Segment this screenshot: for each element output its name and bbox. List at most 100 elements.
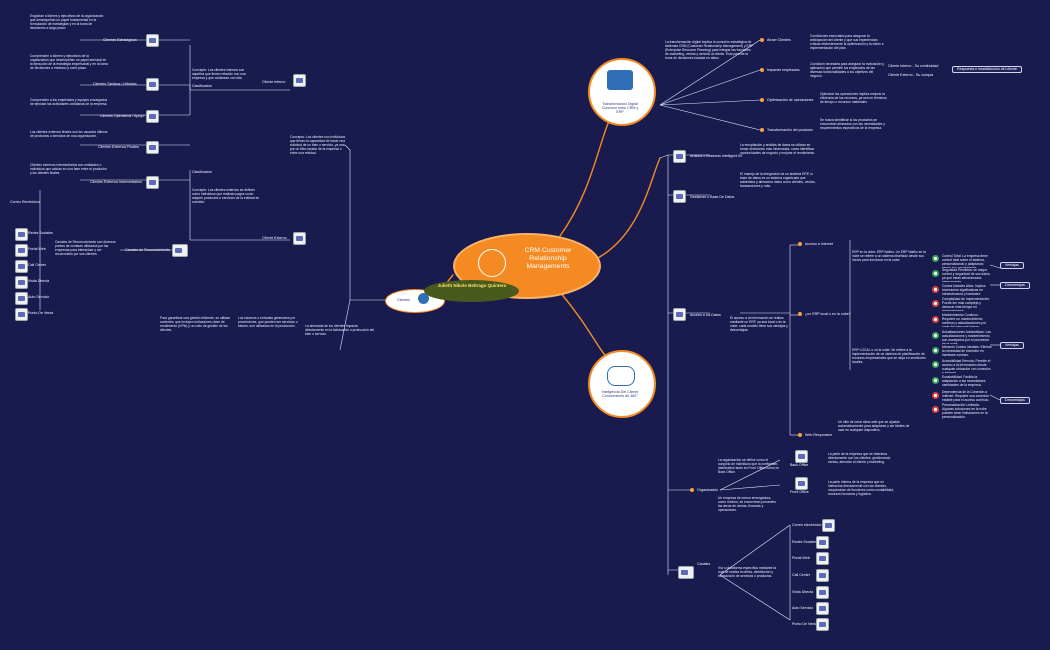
channel-label: Punto De Venta [28,311,54,315]
pro-text: Menores Costos Iniciales: Elimina la nec… [942,345,992,357]
internal-concept: Concepto: Los clientes internos son aque… [192,68,246,81]
disadvantages-tag: Desventajas [1000,397,1030,404]
client-type-text: Los clientes externos finales son los us… [30,130,108,139]
recognition-label: Canales de Reconocimiento [125,248,170,252]
channel-label: Redes Sociales [792,540,817,544]
author-name: Julieth Nikole Beltrago Quintero [437,283,507,288]
headset-icon [15,260,28,273]
erp-label: ¿un ERP local o en la nube? [805,312,851,316]
back-office-label: Back Office [790,463,809,467]
check-icon [932,361,939,368]
analytics-icon [673,150,686,163]
clients-concept: Concepto: Los clientes son individuos qu… [290,135,346,156]
channel-label: Auto Servicio [28,295,50,299]
pro-text: Escalabilidad: Facilita la adaptación a … [942,375,986,387]
bullet-icon [798,242,802,246]
bullet-icon [760,38,764,42]
front-office-label: Front Office [790,490,809,494]
advantages-tag: Ventajas [1000,342,1024,349]
disadvantages-tag: Desventajas [1000,282,1030,289]
external-concept: Concepto: Los clientes externos se defin… [192,188,260,205]
classification-label: Clasificación [192,84,213,88]
channel-label: Call Center [28,263,46,267]
customer-intelligence-bubble [588,350,656,418]
external-label: Cliente Externo [262,236,287,240]
office-icon [795,477,808,490]
web-icon [15,244,28,257]
network-icon [673,308,686,321]
access-label: Acceso a Internet [805,242,833,246]
client-type-label: Clientes Tácticos / Híbridos [93,82,137,86]
bullet-icon [760,68,764,72]
check-icon [932,270,939,277]
channels-icon [678,566,694,579]
channel-label: Visita Directa [28,279,50,283]
side-label: Cliente Interno - Su continuidad [888,64,939,68]
item-text: Optimizar las operaciones implica mejora… [820,92,887,105]
pro-text: Actualizaciones Automáticas: Las actuali… [942,330,991,344]
box-icon [293,74,306,87]
cloud-sync-icon [607,366,635,386]
con-text: Dependencia de la Conexión a Internet: R… [942,390,990,402]
bullet-icon [760,128,764,132]
internal-label: Cliente Interno [262,80,286,84]
visit-icon [816,586,829,599]
client-type-label: Clientes Externos Intermediarios [90,180,142,184]
check-icon [932,377,939,384]
channel-label: Redes Sociales [28,231,53,235]
item-label: Impactar empleados [767,68,800,72]
web-text: Un sitio de crear sitios web que se ajus… [838,420,910,433]
headset-icon [816,569,829,582]
channel-label: Punto De Venta [792,622,818,626]
server-icon [607,70,633,90]
cross-icon [932,286,939,293]
item-text: Condiciones esenciales para asegurar la … [810,34,884,51]
channel-label: Portal Web [28,247,46,251]
database-icon [673,190,686,203]
cross-icon [932,300,939,307]
transformation-description: La transformación digital implica la con… [665,40,754,61]
client-type-label: Clientes Operativos / Apoyo [100,114,145,118]
client-type-label: Clientes Estratégicos [103,38,137,42]
store-icon [15,308,28,321]
check-icon [932,255,939,262]
author-node [424,280,519,302]
globe-cursor-icon [478,249,506,277]
transformation-bubble [588,58,656,126]
client-type-text: Engloban a líderes y ejecutivos de la or… [30,14,104,31]
back-office-text: La parte de la empresa que se relaciona … [828,452,891,465]
advantages-tag: Ventajas [1000,262,1024,269]
channels-label: Canales [697,562,711,566]
tactic-icon [146,78,159,91]
front-office-text: La parte interna de la empresa que no in… [828,480,894,497]
bullet-icon [760,98,764,102]
consumer-icon [146,141,159,154]
check-icon [932,347,939,354]
org-label: Organización [697,488,719,492]
erp-local-text: ERP LOCAL o on la nube: Se refiere a la … [852,348,926,365]
intermediary-icon [146,176,159,189]
check-icon [932,332,939,339]
cross-icon [932,316,939,323]
channel-label: Visita Directa [792,590,814,594]
user-icon [293,232,306,245]
cross-icon [932,406,939,413]
classification-label: Clasificación [192,170,213,174]
user-icon [418,293,429,304]
response-tag: Respuesta e insatisfacción del cliente [952,66,1022,73]
pro-text: Seguridad Percibida: se mayor control y … [942,268,991,282]
side-label: Cliente Externo - Su compra [888,73,934,77]
web-label: Web Responsive [805,433,833,437]
self-service-icon [15,292,28,305]
con-text: Personalización Limitada: Algunas soluci… [942,403,988,419]
web-icon [816,552,829,565]
clients-label: Clientes [397,298,410,302]
item-label: Transformación del producto [767,128,813,132]
management-text: Para garantizar una gestión eficiente, s… [160,316,231,333]
pro-text: Accesibilidad Remota: Permite el acceso … [942,359,991,373]
channel-label: Portal Web [792,556,810,560]
bullet-icon [798,433,802,437]
store-icon [816,618,829,631]
client-type-text: Comprenden a los empleados y equipos enc… [30,98,108,107]
pro-text: Control Total: La empresa tiene control … [942,254,988,268]
